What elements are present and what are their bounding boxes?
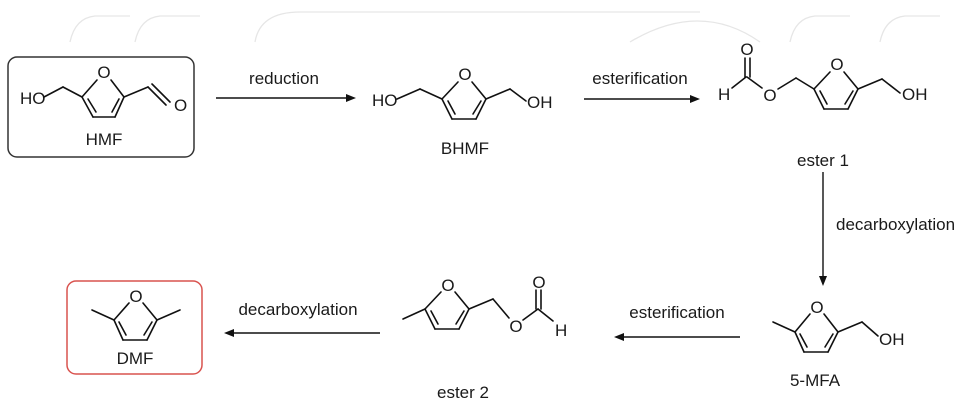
arrow-esterification-1: esterification xyxy=(584,69,700,103)
step-esterification-label-2: esterification xyxy=(629,303,724,322)
step-decarboxylation-label-2: decarboxylation xyxy=(238,300,357,319)
ester1-h-label: H xyxy=(718,85,730,104)
ester2-carbonyl-o: O xyxy=(532,273,545,292)
molecule-ester-1: H O O O OH ester 1 xyxy=(718,40,928,170)
mfa-oh-label: OH xyxy=(879,330,905,349)
ester1-label: ester 1 xyxy=(797,151,849,170)
ester2-h-label: H xyxy=(555,321,567,340)
ester2-ester-o: O xyxy=(509,317,522,336)
step-reduction-label: reduction xyxy=(249,69,319,88)
molecule-hmf: HO O O HMF xyxy=(7,56,195,158)
molecule-bhmf: HO O OH BHMF xyxy=(372,65,553,158)
molecule-dmf: O DMF xyxy=(66,280,203,375)
hmf-highlight-box xyxy=(7,56,195,158)
arrow-decarboxylation-1: decarboxylation xyxy=(819,172,955,286)
bhmf-label: BHMF xyxy=(441,139,489,158)
ester2-label: ester 2 xyxy=(437,383,489,402)
hmf-label: HMF xyxy=(86,130,123,149)
molecule-5-mfa: O OH 5-MFA xyxy=(772,298,905,390)
arrow-reduction: reduction xyxy=(216,69,356,102)
dmf-label: DMF xyxy=(117,349,154,368)
ester2-ring-oxygen: O xyxy=(441,276,454,295)
ester1-oh-label: OH xyxy=(902,85,928,104)
bhmf-ho-label: HO xyxy=(372,91,398,110)
bhmf-ring-oxygen: O xyxy=(458,65,471,84)
dmf-ring-oxygen: O xyxy=(129,287,142,306)
dmf-highlight-box xyxy=(66,280,203,375)
step-esterification-label-1: esterification xyxy=(592,69,687,88)
hmf-carbonyl-o: O xyxy=(174,96,187,115)
ester1-carbonyl-o: O xyxy=(740,40,753,59)
mfa-label: 5-MFA xyxy=(790,371,841,390)
arrow-decarboxylation-2: decarboxylation xyxy=(224,300,380,337)
step-decarboxylation-label-1: decarboxylation xyxy=(836,215,955,234)
ester1-ester-o: O xyxy=(763,86,776,105)
hmf-ring-oxygen: O xyxy=(97,63,110,82)
bhmf-oh-label: OH xyxy=(527,93,553,112)
mfa-ring-oxygen: O xyxy=(810,298,823,317)
molecule-ester-2: O O O H ester 2 xyxy=(402,273,567,402)
ester1-ring-oxygen: O xyxy=(830,55,843,74)
arrow-esterification-2: esterification xyxy=(614,303,740,341)
watermark xyxy=(69,11,940,43)
hmf-ho-label: HO xyxy=(20,89,46,108)
